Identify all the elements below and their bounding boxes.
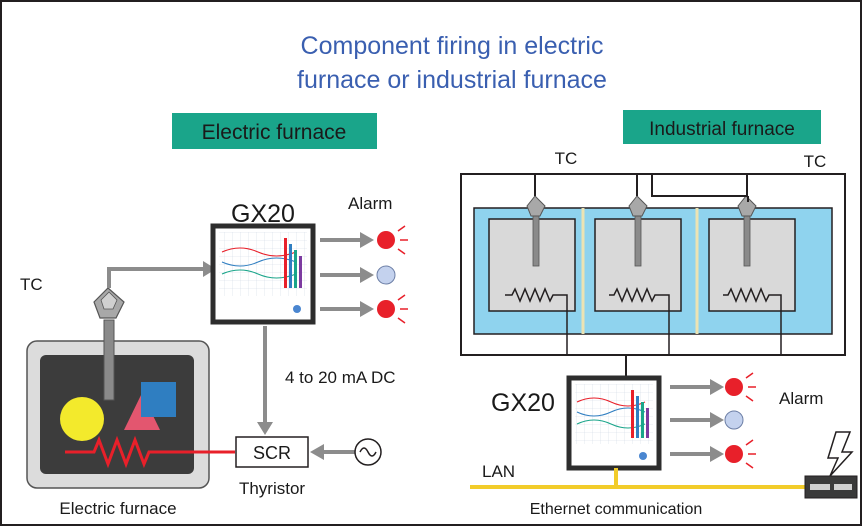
recorder-label-right: GX20 bbox=[491, 389, 555, 417]
title-line-1: Component firing in electric bbox=[301, 32, 604, 60]
alarm-label-left: Alarm bbox=[348, 194, 392, 213]
alarm-lamp-icon bbox=[377, 300, 395, 318]
alarm-lamp-icon bbox=[377, 231, 395, 249]
alarm-lamp-icon bbox=[725, 445, 743, 463]
gx20-recorder-right bbox=[569, 378, 659, 468]
scr-label: SCR bbox=[253, 443, 291, 463]
alarm-label-right: Alarm bbox=[779, 389, 823, 408]
workpiece-square bbox=[141, 382, 176, 417]
industrial-furnace-section-label: Industrial furnace bbox=[649, 119, 795, 140]
signal-label: 4 to 20 mA DC bbox=[285, 368, 396, 387]
status-lamp-icon bbox=[725, 411, 743, 429]
gx20-recorder-left bbox=[213, 226, 313, 322]
tc-label-right-1: TC bbox=[555, 149, 578, 168]
thyristor-label: Thyristor bbox=[239, 479, 305, 498]
ethernet-label: Ethernet communication bbox=[530, 501, 703, 518]
tc-label-right-3: TC bbox=[804, 152, 827, 171]
tc-label-left: TC bbox=[20, 275, 43, 294]
workpiece-circle bbox=[60, 397, 104, 441]
ac-source-icon bbox=[355, 439, 381, 465]
alarm-lamp-icon bbox=[725, 378, 743, 396]
title-line-2: furnace or industrial furnace bbox=[297, 66, 607, 94]
electric-furnace-caption: Electric furnace bbox=[59, 499, 176, 518]
furnace-zone-3 bbox=[709, 219, 795, 311]
network-hub-icon bbox=[805, 476, 857, 498]
electric-furnace-section-label: Electric furnace bbox=[202, 121, 347, 144]
lan-label: LAN bbox=[482, 462, 515, 481]
status-lamp-icon bbox=[377, 266, 395, 284]
